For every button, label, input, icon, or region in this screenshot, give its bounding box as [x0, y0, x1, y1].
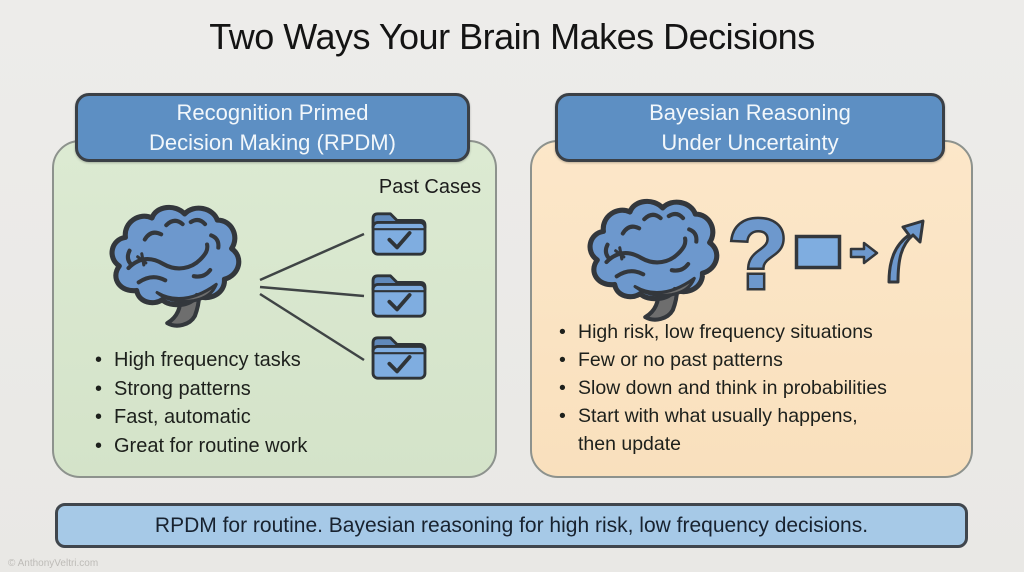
page-title: Two Ways Your Brain Makes Decisions: [209, 16, 815, 57]
list-item: High frequency tasks: [88, 346, 388, 375]
watermark: © AnthonyVeltri.com: [8, 558, 99, 569]
list-item: Strong patterns: [88, 375, 388, 404]
rpdm-panel: Past Cases High frequency tasks Strong p…: [52, 140, 497, 478]
summary-banner-label: RPDM for routine. Bayesian reasoning for…: [154, 513, 869, 537]
question-mark-icon: ?: [726, 197, 791, 312]
curved-arrow-icon: [887, 219, 925, 284]
past-cases-label: Past Cases: [378, 176, 482, 198]
brain-icon: [587, 198, 720, 322]
rpdm-header: Recognition Primed Decision Making (RPDM…: [75, 93, 470, 162]
arrow-right-icon: [849, 241, 879, 265]
box-icon: [794, 234, 842, 270]
list-item: Few or no past patterns: [552, 346, 962, 374]
brain-icon: [109, 204, 242, 328]
svg-text:?: ?: [728, 199, 788, 309]
bayesian-header: Bayesian Reasoning Under Uncertainty: [555, 93, 945, 162]
bayesian-header-label: Bayesian Reasoning Under Uncertainty: [649, 100, 851, 155]
bayesian-panel: ? High risk, low frequency situations Fe…: [530, 140, 973, 478]
folder-check-icon: [371, 274, 427, 318]
list-item: Start with what usually happens, then up…: [552, 402, 962, 458]
list-item: Great for routine work: [88, 432, 388, 461]
list-item: Slow down and think in probabilities: [552, 374, 962, 402]
rpdm-header-label: Recognition Primed Decision Making (RPDM…: [149, 100, 396, 155]
rpdm-bullet-list: High frequency tasks Strong patterns Fas…: [88, 346, 388, 460]
summary-banner: RPDM for routine. Bayesian reasoning for…: [55, 503, 968, 548]
folder-check-icon: [371, 212, 427, 256]
bayesian-bullet-list: High risk, low frequency situations Few …: [552, 318, 962, 458]
list-item: High risk, low frequency situations: [552, 318, 962, 346]
list-item: Fast, automatic: [88, 403, 388, 432]
